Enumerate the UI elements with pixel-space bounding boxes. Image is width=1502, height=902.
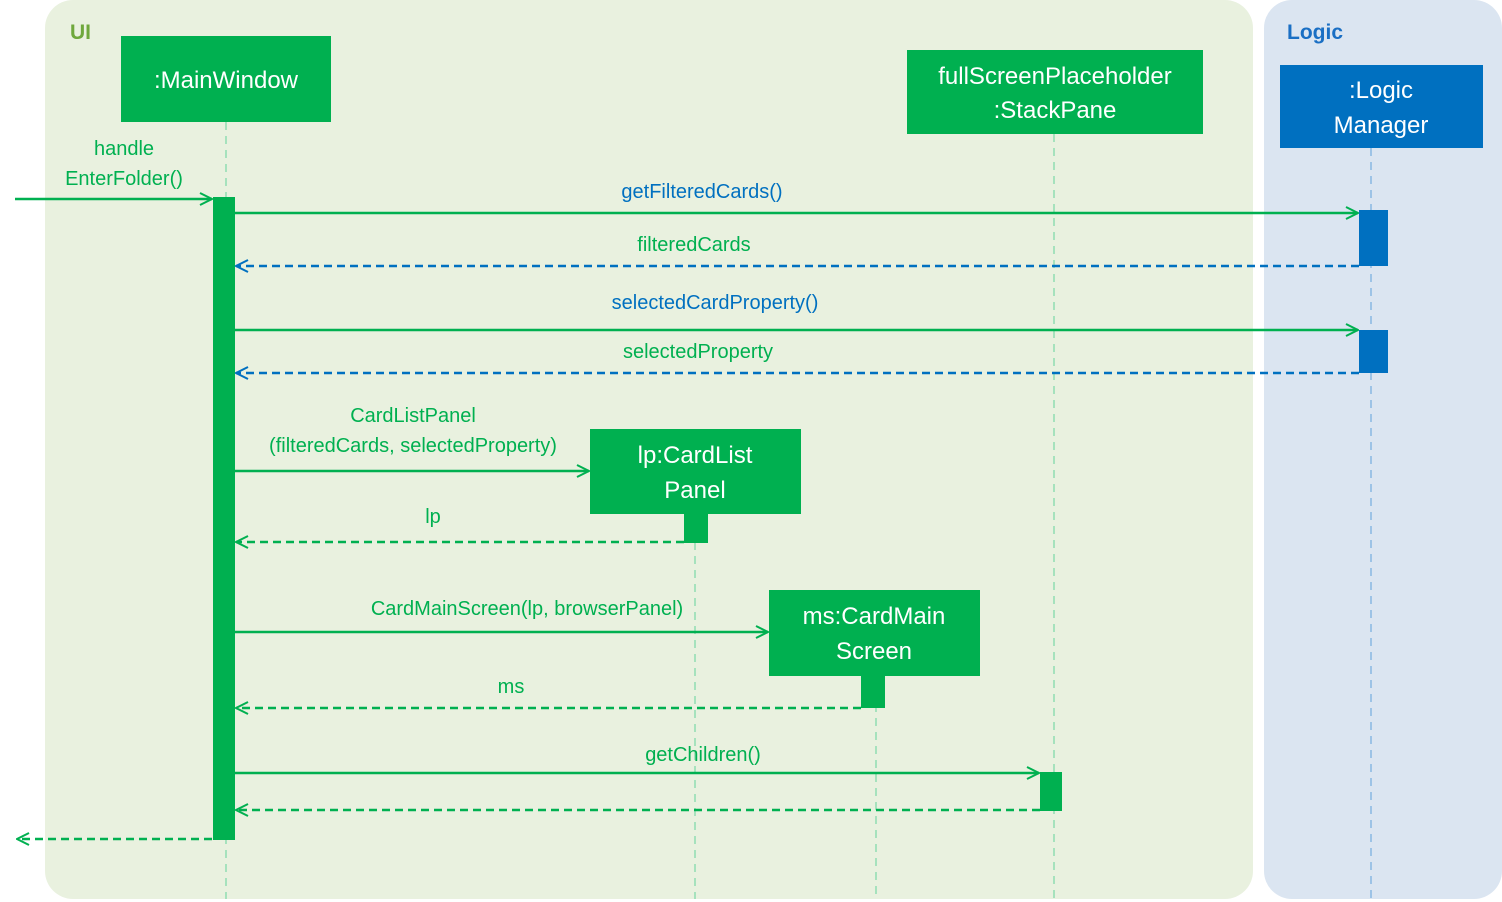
card-main-screen-label-line1: ms:CardMain xyxy=(803,603,946,630)
get-filtered-cards-label: getFilteredCards() xyxy=(621,181,782,203)
full-screen-label-line1: fullScreenPlaceholder xyxy=(938,63,1171,90)
ms-return-label: ms xyxy=(498,676,525,698)
card-main-screen-activation xyxy=(861,676,885,708)
logic-manager-activation-2 xyxy=(1359,330,1388,373)
logic-manager-participant: :Logic Manager xyxy=(1280,65,1483,148)
card-list-panel-participant: lp:CardList Panel xyxy=(590,429,801,514)
main-window-participant: :MainWindow xyxy=(121,36,331,122)
logic-manager-label-line1: :Logic xyxy=(1349,77,1413,104)
logic-manager-label-line2: Manager xyxy=(1334,112,1429,139)
entry-message-line1: handle xyxy=(94,138,154,160)
selected-card-property-label: selectedCardProperty() xyxy=(612,292,819,314)
filtered-cards-return-label: filteredCards xyxy=(637,234,750,256)
full-screen-participant: fullScreenPlaceholder :StackPane xyxy=(907,50,1203,134)
selected-property-return-label: selectedProperty xyxy=(623,341,773,363)
card-list-panel-create-label-line2: (filteredCards, selectedProperty) xyxy=(269,435,557,457)
main-window-label: :MainWindow xyxy=(154,67,299,94)
entry-message-line2: EnterFolder() xyxy=(65,168,183,190)
card-list-panel-label-line1: lp:CardList xyxy=(638,442,753,469)
card-list-panel-activation xyxy=(684,514,708,543)
card-list-panel-create-label-line1: CardListPanel xyxy=(350,405,476,427)
full-screen-activation xyxy=(1040,772,1062,811)
logic-zone-label: Logic xyxy=(1287,21,1343,44)
logic-manager-activation-1 xyxy=(1359,210,1388,266)
card-main-screen-participant: ms:CardMain Screen xyxy=(769,590,980,676)
get-children-label: getChildren() xyxy=(645,744,761,766)
card-main-screen-create-label: CardMainScreen(lp, browserPanel) xyxy=(371,598,683,620)
main-window-activation xyxy=(213,197,235,840)
ui-zone-label: UI xyxy=(70,21,91,44)
full-screen-label-line2: :StackPane xyxy=(994,97,1117,124)
lp-return-label: lp xyxy=(425,506,441,528)
card-main-screen-label-line2: Screen xyxy=(836,638,912,665)
logic-zone xyxy=(1264,0,1502,899)
card-list-panel-label-line2: Panel xyxy=(664,477,725,504)
